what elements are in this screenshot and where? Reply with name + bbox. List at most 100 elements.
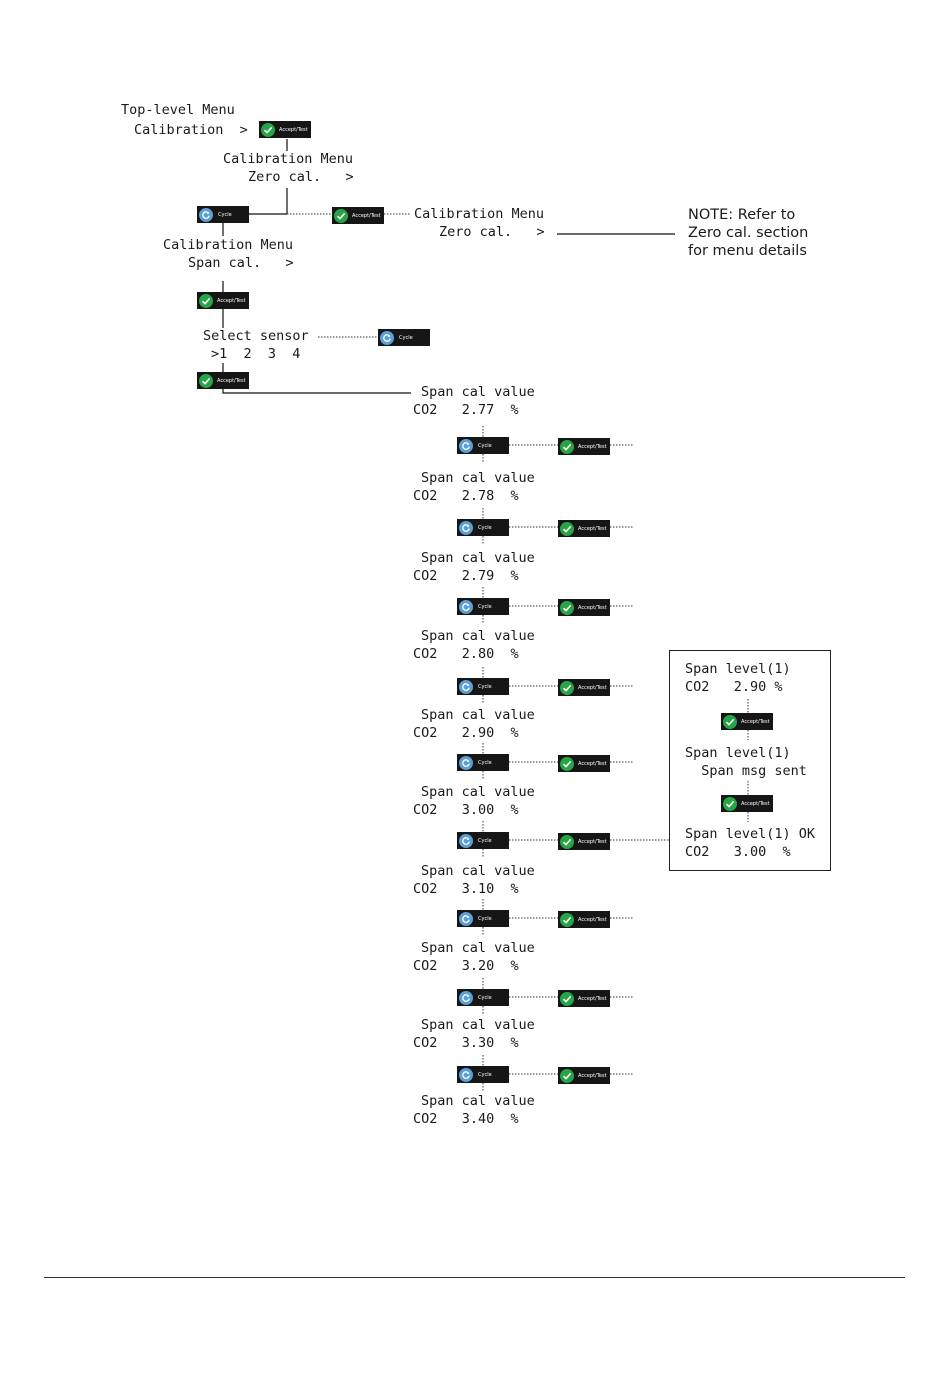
cycle-button[interactable]: Cycle (457, 754, 509, 771)
select-sensor-title: Select sensor (203, 328, 309, 344)
checkmark-icon (334, 208, 348, 223)
span-cal-value-title: Span cal value (421, 550, 535, 566)
accept-test-button[interactable]: Accept/Test (558, 438, 610, 455)
cycle-button[interactable]: Cycle (457, 989, 509, 1006)
cycle-button[interactable]: Cycle (378, 329, 430, 346)
span-cal-value-reading: CO2 3.20 % (413, 958, 519, 974)
accept-test-button[interactable]: Accept/Test (558, 755, 610, 772)
accept-test-label: Accept/Test (578, 1072, 607, 1079)
select-sensor-options: >1 2 3 4 (211, 346, 301, 362)
accept-test-button[interactable]: Accept/Test (332, 207, 384, 224)
accept-test-button[interactable]: Accept/Test (558, 520, 610, 537)
accept-test-label: Accept/Test (279, 126, 308, 133)
refresh-icon (380, 330, 394, 345)
span-cal-value-reading: CO2 3.40 % (413, 1111, 519, 1127)
cycle-button[interactable]: Cycle (457, 1066, 509, 1083)
span-cal-value-reading: CO2 2.90 % (413, 725, 519, 741)
checkmark-icon (723, 714, 737, 729)
span-cal-menu-item: Span cal. > (188, 255, 294, 271)
note-line-2: Zero cal. section (688, 225, 809, 241)
span-cal-value-title: Span cal value (421, 784, 535, 800)
accept-test-button[interactable]: Accept/Test (721, 795, 773, 812)
accept-test-button[interactable]: Accept/Test (259, 121, 311, 138)
accept-test-button[interactable]: Accept/Test (558, 599, 610, 616)
accept-test-label: Accept/Test (578, 838, 607, 845)
cycle-label: Cycle (478, 524, 492, 531)
refresh-icon (459, 520, 473, 535)
cycle-button[interactable]: Cycle (457, 832, 509, 849)
span-cal-value-title: Span cal value (421, 863, 535, 879)
accept-test-label: Accept/Test (578, 760, 607, 767)
checkmark-icon (560, 521, 574, 536)
span-cal-value-reading: CO2 2.79 % (413, 568, 519, 584)
span-level-step3-value: CO2 3.00 % (685, 844, 791, 860)
refresh-icon (459, 755, 473, 770)
span-cal-value-title: Span cal value (421, 470, 535, 486)
refresh-icon (459, 990, 473, 1005)
cycle-label: Cycle (478, 442, 492, 449)
span-cal-value-title: Span cal value (421, 1093, 535, 1109)
accept-test-label: Accept/Test (352, 212, 381, 219)
cycle-label: Cycle (478, 915, 492, 922)
cycle-button[interactable]: Cycle (197, 206, 249, 223)
refresh-icon (459, 911, 473, 926)
refresh-icon (459, 599, 473, 614)
checkmark-icon (261, 122, 275, 137)
accept-test-label: Accept/Test (741, 718, 770, 725)
refresh-icon (459, 833, 473, 848)
cycle-label: Cycle (218, 211, 232, 218)
cycle-button[interactable]: Cycle (457, 598, 509, 615)
checkmark-icon (199, 373, 213, 388)
refresh-icon (459, 1067, 473, 1082)
span-level-box (669, 650, 831, 871)
span-cal-value-reading: CO2 3.00 % (413, 802, 519, 818)
footer-divider (44, 1277, 905, 1278)
accept-test-button[interactable]: Accept/Test (558, 911, 610, 928)
cycle-label: Cycle (478, 837, 492, 844)
span-cal-value-title: Span cal value (421, 707, 535, 723)
span-cal-value-reading: CO2 2.80 % (413, 646, 519, 662)
accept-test-button[interactable]: Accept/Test (558, 1067, 610, 1084)
span-cal-value-title: Span cal value (421, 940, 535, 956)
zero-cal-branch-title: Calibration Menu (414, 206, 545, 222)
checkmark-icon (560, 912, 574, 927)
note-line-1: NOTE: Refer to (688, 207, 796, 223)
refresh-icon (459, 438, 473, 453)
calibration-menu-zero-cal: Zero cal. > (248, 169, 354, 185)
accept-test-label: Accept/Test (741, 800, 770, 807)
checkmark-icon (199, 293, 213, 308)
accept-test-button[interactable]: Accept/Test (558, 679, 610, 696)
cycle-button[interactable]: Cycle (457, 910, 509, 927)
span-cal-value-title: Span cal value (421, 1017, 535, 1033)
span-cal-value-title: Span cal value (421, 384, 535, 400)
accept-test-label: Accept/Test (578, 525, 607, 532)
span-level-step2-status: Span msg sent (685, 763, 807, 779)
cycle-label: Cycle (478, 1071, 492, 1078)
span-level-step3-title: Span level(1) OK (685, 826, 816, 842)
refresh-icon (199, 207, 213, 222)
cycle-button[interactable]: Cycle (457, 437, 509, 454)
span-cal-value-reading: CO2 2.78 % (413, 488, 519, 504)
accept-test-button[interactable]: Accept/Test (197, 292, 249, 309)
top-level-menu-calibration: Calibration > (134, 122, 248, 138)
accept-test-label: Accept/Test (578, 684, 607, 691)
accept-test-button[interactable]: Accept/Test (721, 713, 773, 730)
cycle-label: Cycle (478, 994, 492, 1001)
zero-cal-branch-item: Zero cal. > (439, 224, 545, 240)
cycle-button[interactable]: Cycle (457, 678, 509, 695)
checkmark-icon (560, 600, 574, 615)
cycle-label: Cycle (399, 334, 413, 341)
checkmark-icon (560, 834, 574, 849)
checkmark-icon (560, 991, 574, 1006)
span-level-step2-title: Span level(1) (685, 745, 791, 761)
span-cal-value-reading: CO2 3.30 % (413, 1035, 519, 1051)
accept-test-button[interactable]: Accept/Test (558, 990, 610, 1007)
accept-test-label: Accept/Test (578, 995, 607, 1002)
span-cal-value-reading: CO2 2.77 % (413, 402, 519, 418)
accept-test-button[interactable]: Accept/Test (558, 833, 610, 850)
cycle-button[interactable]: Cycle (457, 519, 509, 536)
top-level-menu-title: Top-level Menu (121, 102, 235, 118)
accept-test-button[interactable]: Accept/Test (197, 372, 249, 389)
